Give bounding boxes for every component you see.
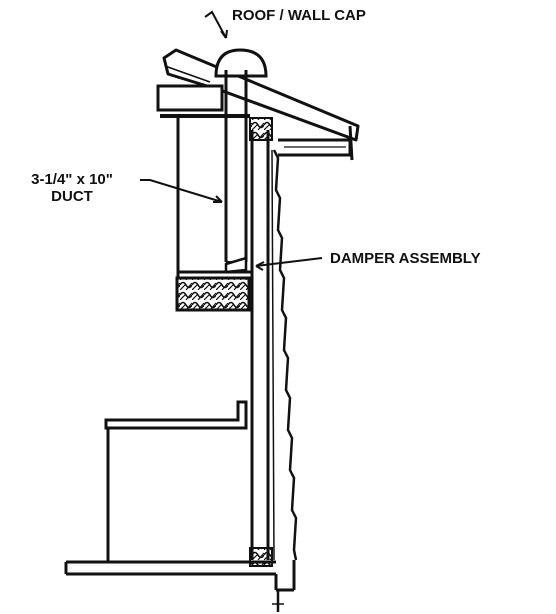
wall-cap-leader bbox=[204, 10, 228, 39]
damper-assembly bbox=[224, 256, 248, 274]
label-damper-assembly: DAMPER ASSEMBLY bbox=[330, 250, 481, 267]
label-roof-wall-cap: ROOF / WALL CAP bbox=[232, 7, 366, 24]
wall-cap bbox=[214, 48, 268, 78]
duct-leader bbox=[140, 179, 223, 203]
siding bbox=[271, 149, 298, 561]
roof-slab bbox=[162, 48, 360, 142]
upper-cabinet bbox=[176, 118, 252, 278]
soffit bbox=[278, 125, 354, 161]
hood-insulation-block bbox=[175, 276, 251, 312]
grade-stake bbox=[272, 590, 284, 612]
label-duct-size: 3-1/4" x 10" bbox=[31, 171, 113, 188]
range-cabinet bbox=[104, 400, 248, 562]
exterior-wall bbox=[249, 117, 273, 567]
label-duct: 3-1/4" x 10" DUCT bbox=[2, 171, 142, 205]
ceiling-joist bbox=[156, 84, 250, 118]
floor bbox=[64, 560, 296, 592]
damper-leader bbox=[255, 257, 323, 271]
label-duct-word: DUCT bbox=[51, 188, 93, 205]
